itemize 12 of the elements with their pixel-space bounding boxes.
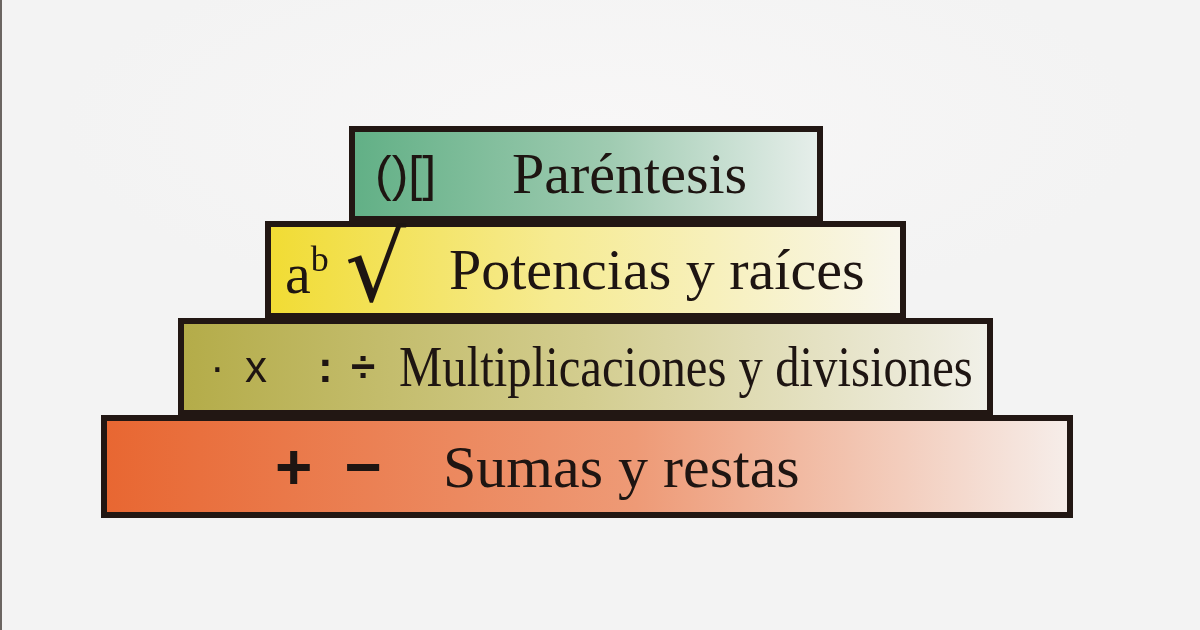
level-label: Potencias y raíces (449, 238, 865, 302)
level-label: Paréntesis (512, 142, 748, 206)
operator-symbols: + − (275, 431, 382, 502)
level-label: Sumas y restas (443, 433, 800, 500)
operator-symbols: ()[] (375, 146, 437, 202)
level-band (349, 126, 823, 222)
radical-sign: √ (345, 224, 407, 312)
level-band (101, 415, 1073, 518)
level-label: Multiplicaciones y divisiones (399, 335, 973, 399)
operator-symbols: · x (210, 342, 267, 392)
operator-symbols: a$^{b}$ (285, 242, 329, 306)
operator-symbols: : ÷ (318, 342, 376, 392)
